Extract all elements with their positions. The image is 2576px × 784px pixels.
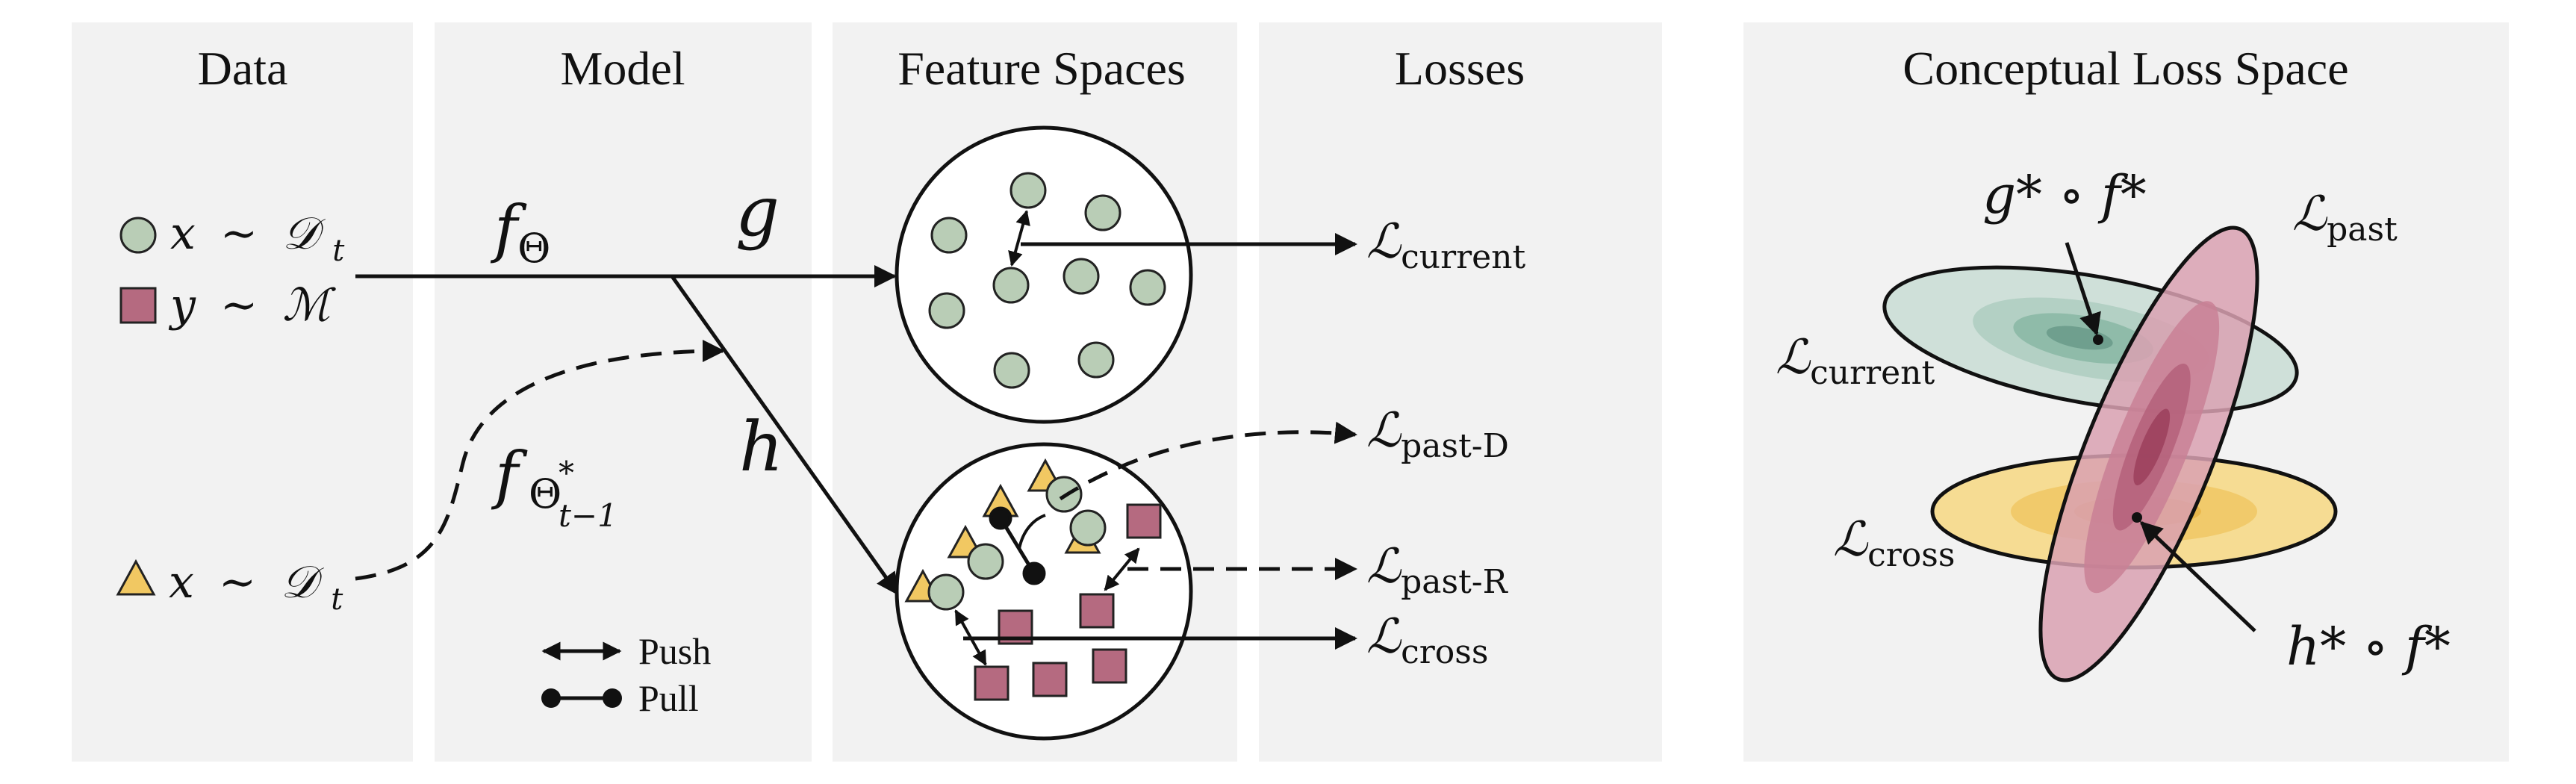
svg-text:x ∼ 𝒟 t: x ∼ 𝒟 t <box>169 556 343 617</box>
loss-past-d-label: ℒpast-D <box>1366 403 1509 465</box>
g-point <box>992 267 1030 304</box>
loss-labels: ℒcurrent ℒpast-D ℒpast-R ℒcross <box>1366 214 1526 671</box>
panel-model <box>435 22 812 762</box>
past-d-dashed-arrow <box>1059 421 1357 501</box>
data-current-var: x <box>170 208 196 260</box>
h-point <box>967 543 1004 580</box>
panel-data <box>72 22 413 762</box>
h-push-arrow-right <box>1104 547 1140 591</box>
yellow-triangle-icon <box>116 559 156 596</box>
header-losses: Losses <box>1395 42 1525 95</box>
h-point <box>1069 509 1107 547</box>
svg-text:Θ: Θ <box>529 470 561 517</box>
header-model: Model <box>560 42 685 95</box>
push-legend-label: Push <box>638 630 711 672</box>
h-minimum-dot <box>2132 512 2142 523</box>
data-current-dist: 𝒟 <box>282 208 326 260</box>
data-memory-rel: ∼ <box>220 279 258 332</box>
g-minimum-dot <box>2093 335 2103 345</box>
g-point <box>993 352 1030 389</box>
prev-model-dashed-arrow <box>355 340 725 581</box>
feature-space-g-boundary <box>895 125 1193 424</box>
g-point <box>1077 341 1115 379</box>
g-point <box>928 292 965 329</box>
svg-text:*: * <box>559 455 574 491</box>
data-triangle-dist: 𝒟 <box>281 556 324 609</box>
loss-cross-label: ℒcross <box>1366 609 1488 671</box>
g-star-pointer <box>2065 242 2101 336</box>
g-point <box>930 217 968 254</box>
g-point <box>1009 172 1047 209</box>
f-theta-label: fΘ <box>490 192 550 272</box>
h-point <box>927 573 965 611</box>
h-circle-points <box>927 476 1107 611</box>
h-square <box>1032 662 1068 697</box>
pull-legend-label: Pull <box>638 677 699 719</box>
g-point <box>1129 269 1166 306</box>
pull-legend-dot-left <box>541 688 561 708</box>
g-label: g <box>735 172 780 252</box>
h-arrow <box>670 275 900 596</box>
header-feature-spaces: Feature Spaces <box>897 42 1186 95</box>
past-loss-ellipse <box>2038 225 2259 682</box>
pull-dot <box>1022 561 1046 585</box>
conceptual-current-label: ℒcurrent <box>1776 330 1935 392</box>
data-current-item: x ∼ 𝒟 t <box>119 208 345 268</box>
h-curved-link <box>1018 514 1046 550</box>
data-current-rel: ∼ <box>220 208 258 260</box>
data-current-sub: t <box>332 234 345 268</box>
data-memory-item: y ∼ ℳ <box>119 279 336 332</box>
g-star-label: g* ∘ f* <box>1982 164 2147 225</box>
h-square <box>1079 593 1115 629</box>
pink-square-icon <box>119 287 157 324</box>
feature-space-g <box>895 125 1357 424</box>
h-square <box>974 665 1009 701</box>
h-label: h <box>739 407 783 487</box>
header-conceptual: Conceptual Loss Space <box>1903 42 2348 95</box>
feature-space-h <box>895 421 1357 741</box>
model-flow <box>355 265 900 596</box>
h-square <box>1126 503 1162 539</box>
conceptual-loss-space: g* ∘ f* h* ∘ f* ℒpast ℒcurrent ℒcross <box>1776 164 2451 682</box>
data-triangle-sub: t <box>331 582 343 617</box>
g-push-arrow <box>1008 210 1030 267</box>
h-pull-connections <box>989 506 1046 585</box>
svg-text:x ∼ 𝒟 t: x ∼ 𝒟 t <box>170 208 345 268</box>
data-triangle-rel: ∼ <box>219 556 256 609</box>
svg-text:y ∼ ℳ: y ∼ ℳ <box>168 279 336 332</box>
g-feature-points <box>928 172 1166 389</box>
pull-legend-dot-right <box>603 688 622 708</box>
g-point <box>1084 194 1121 231</box>
g-point <box>1063 258 1100 295</box>
data-memory-var: y <box>168 279 196 332</box>
panel-headers: Data Model Feature Spaces Losses Concept… <box>198 42 2349 95</box>
data-triangle-var: x <box>169 556 194 609</box>
h-star-label: h* ∘ f* <box>2286 616 2451 677</box>
loss-past-r-label: ℒpast-R <box>1366 539 1509 601</box>
pull-dot <box>989 506 1012 530</box>
conceptual-past-label: ℒpast <box>2292 187 2398 249</box>
svg-text:t−1: t−1 <box>559 497 617 534</box>
green-circle-icon <box>119 217 157 254</box>
conceptual-cross-label: ℒcross <box>1833 512 1955 574</box>
loss-current-label: ℒcurrent <box>1366 214 1526 276</box>
h-square <box>1092 648 1127 684</box>
h-star-pointer <box>2139 520 2256 632</box>
data-triangle-item: x ∼ 𝒟 t <box>116 556 343 617</box>
header-data: Data <box>198 42 288 95</box>
legend: Push Pull <box>541 630 711 719</box>
data-memory-dist: ℳ <box>282 279 336 332</box>
